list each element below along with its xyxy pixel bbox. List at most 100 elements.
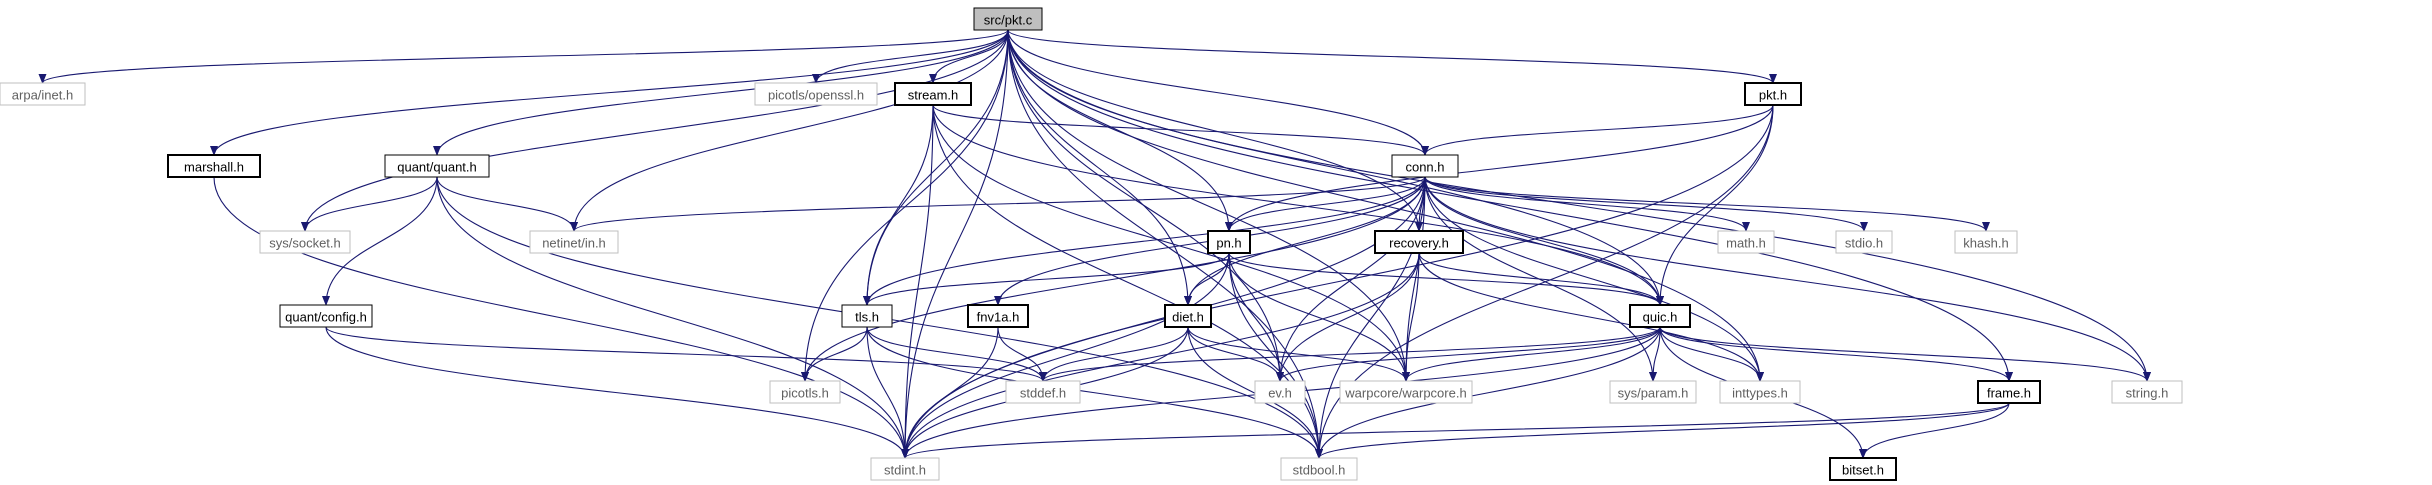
node-stdint: stdint.h <box>870 457 940 481</box>
edge-marshall-to-stdint <box>213 176 909 459</box>
node-math: math.h <box>1717 230 1775 254</box>
edge-recovery-to-inttypes <box>1418 252 1764 382</box>
edge-quic-to-warpcore <box>1402 326 1661 382</box>
edge-pn-to-tls <box>863 252 1230 306</box>
edge-pn-to-quic <box>1228 252 1664 306</box>
node-label: quant/config.h <box>285 310 367 325</box>
edge-fnv1a-to-stdint <box>901 326 999 459</box>
edge-src-pkt-c-to-netinet-in <box>570 29 1009 232</box>
edge-conn-to-tls <box>863 176 1426 306</box>
edge-recovery-to-warpcore <box>1402 252 1420 382</box>
edge-src-pkt-c-to-pkt <box>1007 29 1777 84</box>
edge-conn-to-khash <box>1424 176 1990 232</box>
edge-conn-to-ev <box>1276 176 1426 382</box>
node-quic[interactable]: quic.h <box>1629 304 1691 328</box>
node-label: khash.h <box>1963 236 2009 251</box>
node-frame[interactable]: frame.h <box>1977 380 2041 404</box>
node-label: quant/quant.h <box>397 160 477 175</box>
edge-pn-to-stdint <box>901 252 1230 459</box>
node-conn[interactable]: conn.h <box>1391 154 1459 178</box>
edge-quic-to-inttypes <box>1659 326 1764 382</box>
edge-src-pkt-c-to-sys-socket <box>301 29 1009 232</box>
node-label: warpcore/warpcore.h <box>1344 386 1466 401</box>
node-bitset[interactable]: bitset.h <box>1829 457 1897 481</box>
node-marshall[interactable]: marshall.h <box>167 154 261 178</box>
edge-tls-to-stdint <box>866 326 909 459</box>
node-diet[interactable]: diet.h <box>1164 304 1212 328</box>
node-label: string.h <box>2126 386 2169 401</box>
node-label: stdbool.h <box>1293 463 1346 478</box>
edge-pn-to-ev <box>1228 252 1284 382</box>
edge-src-pkt-c-to-picotls-openssl <box>812 29 1009 84</box>
edge-src-pkt-c-to-stdint <box>901 29 1009 459</box>
edge-conn-to-picotls <box>801 176 1426 382</box>
edge-tls-to-picotls <box>801 326 868 382</box>
edge-quant-quant-to-stdint <box>436 176 909 459</box>
node-label: sys/param.h <box>1618 386 1689 401</box>
node-label: stream.h <box>908 88 959 103</box>
node-string: string.h <box>2111 380 2183 404</box>
node-quant-quant[interactable]: quant/quant.h <box>384 154 490 178</box>
edge-diet-to-stdbool <box>1187 326 1323 459</box>
node-label: pkt.h <box>1759 88 1787 103</box>
node-label: math.h <box>1726 236 1766 251</box>
node-sys-param: sys/param.h <box>1609 380 1697 404</box>
edge-frame-to-stdint <box>901 402 2010 459</box>
node-ev: ev.h <box>1254 380 1306 404</box>
node-khash: khash.h <box>1954 230 2018 254</box>
edge-quic-to-ev <box>1276 326 1661 382</box>
edge-diet-to-warpcore <box>1187 326 1410 382</box>
edge-pkt-to-conn <box>1421 104 1774 156</box>
node-label: stdint.h <box>884 463 926 478</box>
dependency-edges <box>38 29 2151 459</box>
node-label: src/pkt.c <box>984 13 1033 28</box>
edge-conn-to-warpcore <box>1402 176 1426 382</box>
node-src-pkt-c[interactable]: src/pkt.c <box>973 7 1043 31</box>
node-quant-config[interactable]: quant/config.h <box>279 304 373 328</box>
node-recovery[interactable]: recovery.h <box>1374 230 1464 254</box>
node-label: fnv1a.h <box>977 310 1020 325</box>
node-tls[interactable]: tls.h <box>841 304 893 328</box>
edge-conn-to-string <box>1424 176 2151 382</box>
node-picotls: picotls.h <box>769 380 841 404</box>
edge-src-pkt-c-to-conn <box>1007 29 1429 156</box>
node-sys-socket: sys/socket.h <box>259 230 351 254</box>
node-arpa-inet: arpa/inet.h <box>0 82 86 106</box>
edge-src-pkt-c-to-arpa-inet <box>38 29 1009 84</box>
edge-recovery-to-ev <box>1276 252 1420 382</box>
edge-frame-to-stdbool <box>1315 402 2010 459</box>
edge-conn-to-stdio <box>1424 176 1868 232</box>
node-label: pn.h <box>1216 236 1241 251</box>
node-netinet-in: netinet/in.h <box>529 230 619 254</box>
edge-src-pkt-c-to-marshall <box>210 29 1009 156</box>
edge-conn-to-quic <box>1424 176 1664 306</box>
edge-pkt-to-pn <box>1225 104 1774 232</box>
edge-stream-to-warpcore <box>932 104 1410 382</box>
node-label: picotls/openssl.h <box>768 88 864 103</box>
edge-src-pkt-c-to-diet <box>1007 29 1192 306</box>
edge-stream-to-stdbool <box>932 104 1323 459</box>
edge-pn-to-diet <box>1184 252 1230 306</box>
node-stddef: stddef.h <box>1005 380 1081 404</box>
edge-quic-to-stddef <box>1039 326 1661 382</box>
edge-stream-to-tls <box>863 104 934 306</box>
edge-quant-config-to-stdint <box>325 326 909 459</box>
edge-tls-to-stddef <box>866 326 1047 382</box>
node-pkt[interactable]: pkt.h <box>1744 82 1802 106</box>
edge-stream-to-stdint <box>901 104 934 459</box>
edge-quant-config-to-stddef <box>325 326 1047 382</box>
edge-src-pkt-c-to-stdbool <box>1007 29 1323 459</box>
edge-pkt-to-stdint <box>901 104 1774 459</box>
edge-src-pkt-c-to-inttypes <box>1007 29 1764 382</box>
edge-conn-to-netinet-in <box>570 176 1426 232</box>
node-label: ev.h <box>1268 386 1292 401</box>
edge-recovery-to-quic <box>1418 252 1664 306</box>
edge-conn-to-math <box>1424 176 1750 232</box>
node-fnv1a[interactable]: fnv1a.h <box>967 304 1029 328</box>
node-pn[interactable]: pn.h <box>1207 230 1251 254</box>
edge-quic-to-string <box>1659 326 2151 382</box>
edge-src-pkt-c-to-frame <box>1007 29 2013 382</box>
edge-stream-to-conn <box>932 104 1429 156</box>
node-stream[interactable]: stream.h <box>894 82 972 106</box>
node-label: frame.h <box>1987 386 2031 401</box>
